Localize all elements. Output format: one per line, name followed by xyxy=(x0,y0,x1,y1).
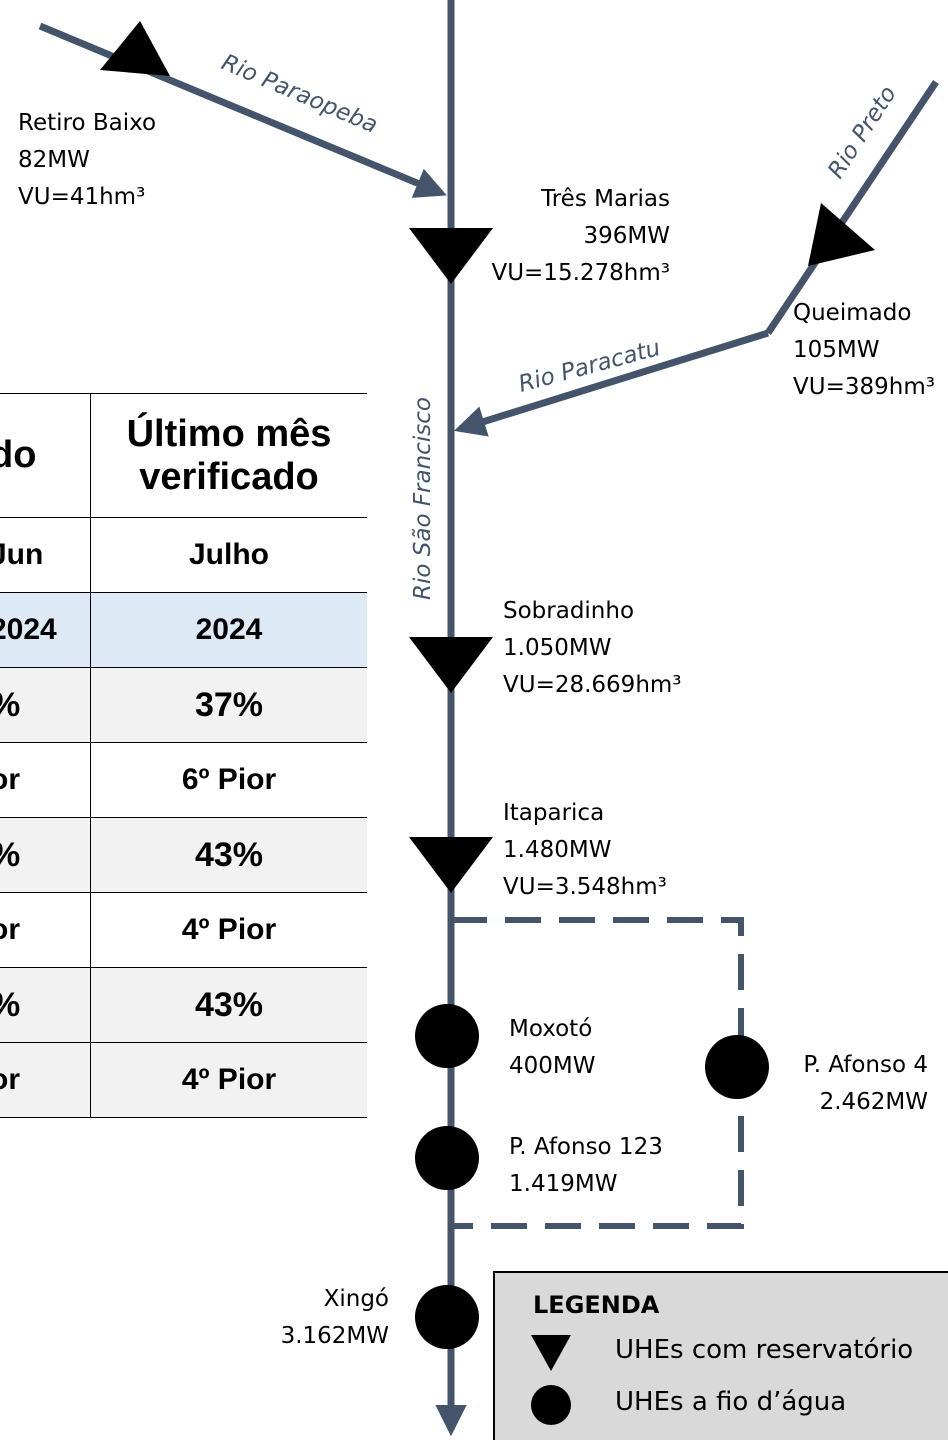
plant-moxoto-name: Moxotó xyxy=(509,1016,592,1042)
legend-run-of-river-label: UHEs a fio d’água xyxy=(615,1387,847,1417)
plant-queimado-name: Queimado xyxy=(793,300,911,326)
moxoto-run-of-river-icon xyxy=(415,1004,479,1068)
plant-retiro-baixo-name: Retiro Baixo xyxy=(18,110,156,136)
table-header-row: do Último mês verificado xyxy=(0,393,367,518)
plant-tres-marias-vu: VU=15.278hm³ xyxy=(491,260,670,286)
table-row: or 4º Pior xyxy=(0,1042,367,1118)
cell-main: 43% xyxy=(90,817,367,893)
cell-main: 37% xyxy=(90,667,367,743)
header-partial-cell: do xyxy=(0,393,91,518)
table-row: % 43% xyxy=(0,967,367,1043)
plant-retiro-baixo-vu: VU=41hm³ xyxy=(18,184,145,210)
plant-retiro-baixo-power: 82MW xyxy=(18,147,90,173)
cell-partial: or xyxy=(0,892,91,968)
cell-partial: or xyxy=(0,1042,91,1118)
legend-title: LEGENDA xyxy=(533,1291,660,1319)
river-label-sao-francisco: Rio São Francisco xyxy=(410,397,436,600)
cell-partial: % xyxy=(0,967,91,1043)
plant-itaparica-vu: VU=3.548hm³ xyxy=(503,874,667,900)
cell-main: Julho xyxy=(90,517,367,593)
cell-main: 6º Pior xyxy=(90,742,367,818)
plant-tres-marias-name: Três Marias xyxy=(540,186,670,212)
table-row: % 43% xyxy=(0,817,367,893)
plant-xingo-name: Xingó xyxy=(324,1286,389,1312)
plant-queimado-power: 105MW xyxy=(793,337,880,363)
plant-queimado-vu: VU=389hm³ xyxy=(793,374,935,400)
river-label-preto: Rio Preto xyxy=(823,82,902,184)
plant-moxoto-power: 400MW xyxy=(509,1053,596,1079)
plant-xingo-power: 3.162MW xyxy=(281,1323,389,1349)
itaparica-reservoir-icon xyxy=(409,837,493,893)
plant-sobradinho-name: Sobradinho xyxy=(503,598,634,624)
paraopeba-river-line xyxy=(38,22,447,198)
circle-icon xyxy=(531,1385,571,1425)
tres-marias-reservoir-icon xyxy=(409,228,493,284)
plant-sobradinho-vu: VU=28.669hm³ xyxy=(503,672,682,698)
triangle-icon xyxy=(531,1335,571,1371)
plant-itaparica-name: Itaparica xyxy=(503,800,604,826)
plant-sobradinho-power: 1.050MW xyxy=(503,635,611,661)
pafonso4-run-of-river-icon xyxy=(705,1035,769,1099)
storage-table: do Último mês verificado Jun Julho 2024 … xyxy=(0,393,367,1118)
queimado-reservoir-icon xyxy=(808,203,875,266)
cell-partial: 2024 xyxy=(0,592,91,668)
header-last-month-cell: Último mês verificado xyxy=(90,393,367,518)
xingo-run-of-river-icon xyxy=(415,1285,479,1349)
plant-pafonso123-power: 1.419MW xyxy=(509,1171,617,1197)
cell-main: 43% xyxy=(90,967,367,1043)
river-label-paraopeba: Rio Paraopeba xyxy=(218,50,382,139)
cell-partial: % xyxy=(0,817,91,893)
header-line-1: Último mês xyxy=(126,412,332,455)
cell-main: 2024 xyxy=(90,592,367,668)
plant-tres-marias-power: 396MW xyxy=(584,223,671,249)
table-row: or 4º Pior xyxy=(0,892,367,968)
sobradinho-reservoir-icon xyxy=(409,637,493,693)
cell-partial: or xyxy=(0,742,91,818)
plant-pafonso4-name: P. Afonso 4 xyxy=(803,1052,928,1078)
table-row: or 6º Pior xyxy=(0,742,367,818)
legend-box: LEGENDA UHEs com reservatório UHEs a fio… xyxy=(493,1271,948,1440)
cell-main: 4º Pior xyxy=(90,1042,367,1118)
plant-pafonso4-power: 2.462MW xyxy=(820,1089,928,1115)
cell-partial: % xyxy=(0,667,91,743)
plant-pafonso123-name: P. Afonso 123 xyxy=(509,1134,663,1160)
plant-itaparica-power: 1.480MW xyxy=(503,837,611,863)
cell-main: 4º Pior xyxy=(90,892,367,968)
legend-reservoir-label: UHEs com reservatório xyxy=(615,1335,914,1365)
table-row: 2024 2024 xyxy=(0,592,367,668)
paracatu-river-line xyxy=(453,329,770,437)
table-row: % 37% xyxy=(0,667,367,743)
cell-partial: Jun xyxy=(0,517,91,593)
preto-river-line xyxy=(765,80,939,335)
header-line-2: verificado xyxy=(139,455,319,498)
retiro-baixo-reservoir-icon xyxy=(100,21,170,76)
table-row: Jun Julho xyxy=(0,517,367,593)
pafonso123-run-of-river-icon xyxy=(415,1126,479,1190)
